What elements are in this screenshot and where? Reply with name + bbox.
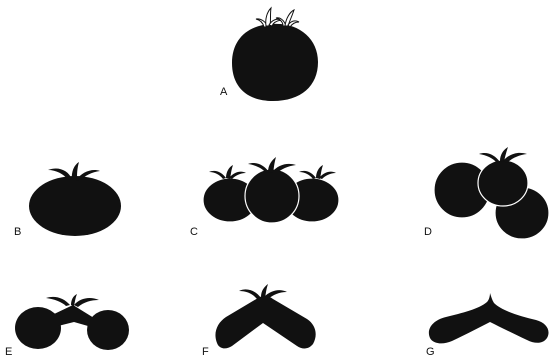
panel-a: A	[220, 8, 318, 101]
panel-label: E	[5, 346, 12, 358]
panel-label: C	[190, 226, 198, 238]
sprout-icon	[479, 147, 527, 163]
sprout-icon	[299, 165, 336, 179]
sprout-icon	[46, 294, 99, 307]
panel-label: B	[14, 226, 21, 238]
panel-label: G	[426, 346, 435, 358]
panel-g: G	[426, 293, 549, 358]
sprout-icon	[48, 162, 100, 181]
panel-d: D	[424, 147, 549, 239]
panel-e: E	[5, 294, 129, 358]
sprout-icon	[239, 284, 287, 299]
panel-label: F	[202, 346, 209, 358]
panel-label: D	[424, 226, 432, 238]
sprout-icon	[248, 157, 296, 174]
panel-label: A	[220, 86, 228, 98]
panel-a-body	[232, 24, 318, 101]
panel-f: F	[202, 284, 316, 358]
panel-g-body	[429, 293, 549, 343]
panel-e-body	[15, 305, 129, 350]
panel-c: C	[190, 157, 339, 238]
panel-b-body	[29, 176, 121, 236]
panel-d-body	[434, 160, 549, 239]
sprout-icon	[209, 165, 246, 179]
panel-f-body	[215, 296, 315, 349]
panel-b: B	[14, 162, 121, 238]
